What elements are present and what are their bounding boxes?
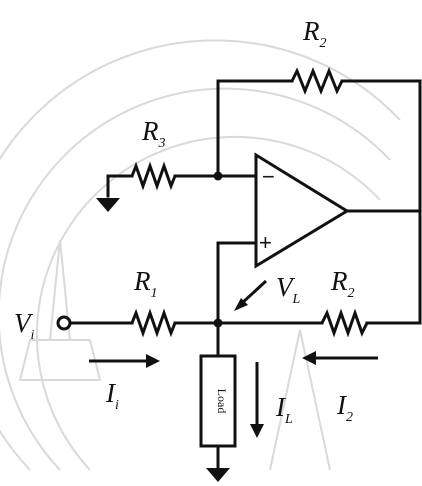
label-vl: VL: [276, 272, 301, 307]
resistor-r2-top: [290, 66, 344, 96]
label-i2-name: I: [336, 390, 348, 420]
label-il-sub: L: [284, 412, 293, 427]
label-vl-sub: L: [292, 292, 301, 307]
watermark-emblem: [0, 39, 401, 471]
label-r2-top-sub: 2: [320, 36, 327, 51]
ground-symbol-r3: [96, 198, 120, 212]
label-ii-sub: i: [115, 398, 119, 413]
label-vi: Vi: [14, 308, 35, 343]
feedback-wire-left: [216, 79, 294, 173]
label-r1: R1: [133, 266, 158, 301]
label-r2-bottom-sub: 2: [348, 286, 355, 301]
label-r2-top: R2: [302, 16, 327, 51]
arrow-il-icon: [250, 362, 264, 438]
label-r2-bottom: R2: [330, 266, 355, 301]
ground-symbol-load: [206, 468, 230, 482]
label-r3-name: R: [141, 116, 159, 146]
input-terminal: [56, 315, 72, 331]
opamp-minus: −: [262, 164, 275, 189]
label-r3: R3: [141, 116, 166, 151]
label-r2-bottom-name: R: [330, 266, 348, 296]
resistor-r2-bottom: [320, 308, 369, 338]
r3-ground-wire: [106, 174, 134, 198]
resistor-r1: [130, 308, 177, 338]
label-r3-sub: 3: [158, 136, 166, 151]
label-r2-top-name: R: [302, 16, 320, 46]
label-i2: I2: [336, 390, 353, 425]
label-il-name: I: [275, 392, 287, 422]
arrow-vl-icon: [234, 279, 268, 311]
resistor-r3: [130, 161, 177, 191]
label-r1-sub: 1: [151, 286, 158, 301]
label-ii: Ii: [105, 378, 119, 413]
arrow-i2-icon: [302, 351, 378, 365]
label-r1-name: R: [133, 266, 151, 296]
label-il: IL: [275, 392, 293, 427]
label-vl-name: V: [276, 272, 296, 302]
opamp-plus: +: [259, 230, 272, 255]
noninverting-wire: [216, 241, 258, 324]
load-label: Load: [215, 389, 229, 414]
feedback-wire-right: [340, 79, 422, 324]
junction-inverting: [213, 171, 223, 181]
label-vi-name: V: [14, 308, 34, 338]
arrow-ii-icon: [89, 354, 160, 368]
opamp-triangle: [254, 152, 350, 269]
label-vi-sub: i: [31, 328, 35, 343]
label-i2-sub: 2: [346, 410, 353, 425]
label-ii-name: I: [105, 378, 117, 408]
